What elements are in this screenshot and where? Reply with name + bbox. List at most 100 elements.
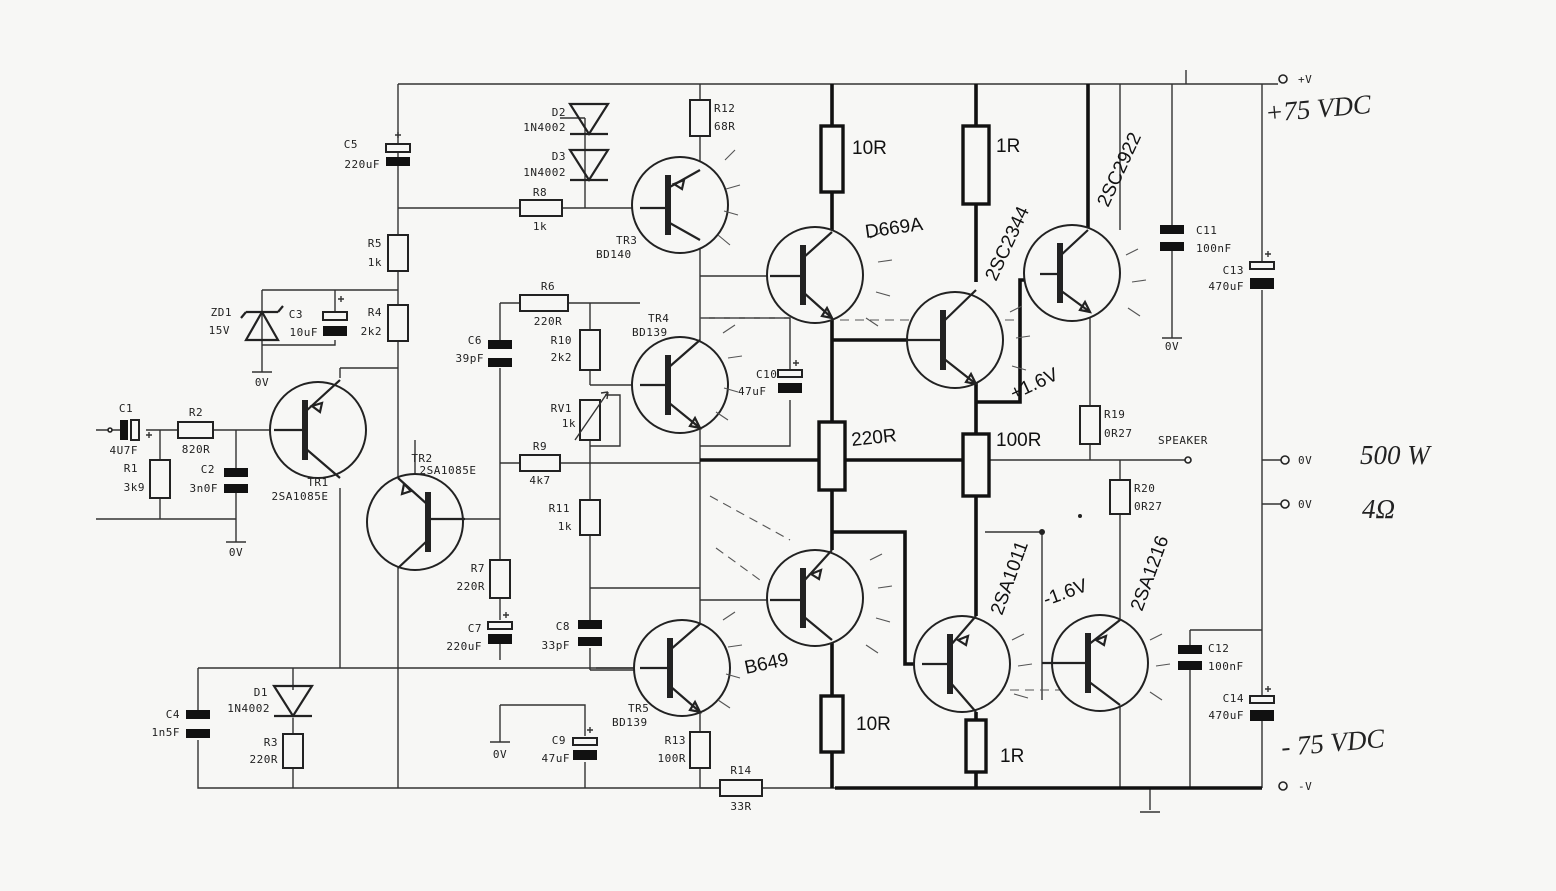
hw-2sa1011: 2SA1011 [987,538,1033,617]
tr2-transistor [366,473,465,571]
r10-body [579,329,601,371]
wiring [96,70,1282,810]
q-2sa1216-transistor [1042,614,1149,712]
c4-ref: C4 [166,708,180,721]
r7-ref: R7 [471,562,485,575]
heatsink-radiation-marks [715,149,1171,709]
c13-value: 470uF [1208,280,1244,293]
c12-value: 100nF [1208,660,1244,673]
r11-value: 1k [558,520,572,533]
d3-value: 1N4002 [523,166,566,179]
terminal-pos-label: +V [1298,73,1312,86]
r4-ref: R4 [368,306,382,319]
tr2-value: 2SA1085E [420,464,477,477]
tr3-transistor [631,156,729,254]
r5-ref: R5 [368,237,382,250]
c9-ref: C9 [552,734,566,747]
tr1-ref: TR1 [307,476,328,489]
component-labels: C5 220uF R5 1k R4 2k2 ZD1 15V C3 10uF 0V… [110,73,1312,813]
speaker-label: SPEAKER [1158,434,1208,447]
r13-body [689,731,711,769]
c3-value: 10uF [290,326,319,339]
ground-symbols [226,337,1182,813]
r7-body [489,559,511,599]
r-220r-body [817,420,847,492]
c8-ref: C8 [556,620,570,633]
hw-plus-1-6v: +1.6V [1007,364,1062,404]
c9-value: 47uF [542,752,571,765]
q-d669a-transistor [766,226,864,324]
r12-ref: R12 [714,102,735,115]
tr2-ref: TR2 [411,452,432,465]
r14-body [719,779,763,797]
d3-ref: D3 [552,150,566,163]
d2-value: 1N4002 [523,121,566,134]
r19-value: 0R27 [1104,427,1133,440]
c5-value: 220uF [344,158,380,171]
r20-ref: R20 [1134,482,1155,495]
c11-value: 100nF [1196,242,1232,255]
ground-label-input: 0V [229,546,243,559]
hw-impedance: 4Ω [1362,494,1395,524]
r3-ref: R3 [264,736,278,749]
rv1-ref: RV1 [551,402,572,415]
tr3-value: BD140 [596,248,632,261]
r8-ref: R8 [533,186,547,199]
d1-ref: D1 [254,686,268,699]
r5-body [387,234,409,272]
transistors [269,156,1149,717]
c1-ref: C1 [119,402,133,415]
q-2sa1011-transistor [913,615,1011,713]
c7-ref: C7 [468,622,482,635]
rv1-value: 1k [562,417,576,430]
c13-ref: C13 [1223,264,1244,277]
ground-label-c11: 0V [1165,340,1179,353]
r14-value: 33R [730,800,751,813]
c11-ref: C11 [1196,224,1217,237]
zd1-ref: ZD1 [211,306,232,319]
tr1-transistor [269,379,367,479]
c14-value: 470uF [1208,709,1244,722]
r3-value: 220R [250,753,279,766]
c2-value: 3n0F [190,482,219,495]
r12-value: 68R [714,120,735,133]
r-top-10r-body [819,124,845,194]
tr5-ref: TR5 [628,702,649,715]
r1-body [149,459,171,499]
ground-label-c7: 0V [493,748,507,761]
r13-ref: R13 [665,734,686,747]
r-bot-1r-body [964,718,988,774]
c1-value: 4U7F [110,444,139,457]
hw-220r: 220R [850,425,897,451]
r5-value: 1k [368,256,382,269]
r-top-1r-body [961,124,991,206]
r9-ref: R9 [533,440,547,453]
r14-ref: R14 [730,764,751,777]
r11-body [579,499,601,536]
r-100r-body [961,432,991,498]
r6-body [519,294,569,312]
hw-supply-positive: +75 VDC [1264,89,1373,128]
d2-ref: D2 [552,106,566,119]
c14-ref: C14 [1223,692,1244,705]
tr4-value: BD139 [632,326,668,339]
r6-value: 220R [534,315,563,328]
r10-value: 2k2 [551,351,572,364]
tr5-value: BD139 [612,716,648,729]
q-b649-transistor [766,549,864,647]
q-2sc2344-transistor [906,289,1004,389]
d1-value: 1N4002 [227,702,270,715]
tr4-transistor [631,336,729,434]
hw-bot-10r: 10R [856,714,891,735]
hw-top-1r: 1R [996,136,1020,157]
ground-label-zd: 0V [255,376,269,389]
terminal-neg-label: -V [1298,780,1312,793]
r6-ref: R6 [541,280,555,293]
r7-value: 220R [457,580,486,593]
hw-minus-1-6v: -1.6V [1041,575,1091,610]
tr4-ref: TR4 [648,312,669,325]
r19-ref: R19 [1104,408,1125,421]
tr3-ref: TR3 [616,234,637,247]
r10-ref: R10 [551,334,572,347]
r4-value: 2k2 [361,325,382,338]
